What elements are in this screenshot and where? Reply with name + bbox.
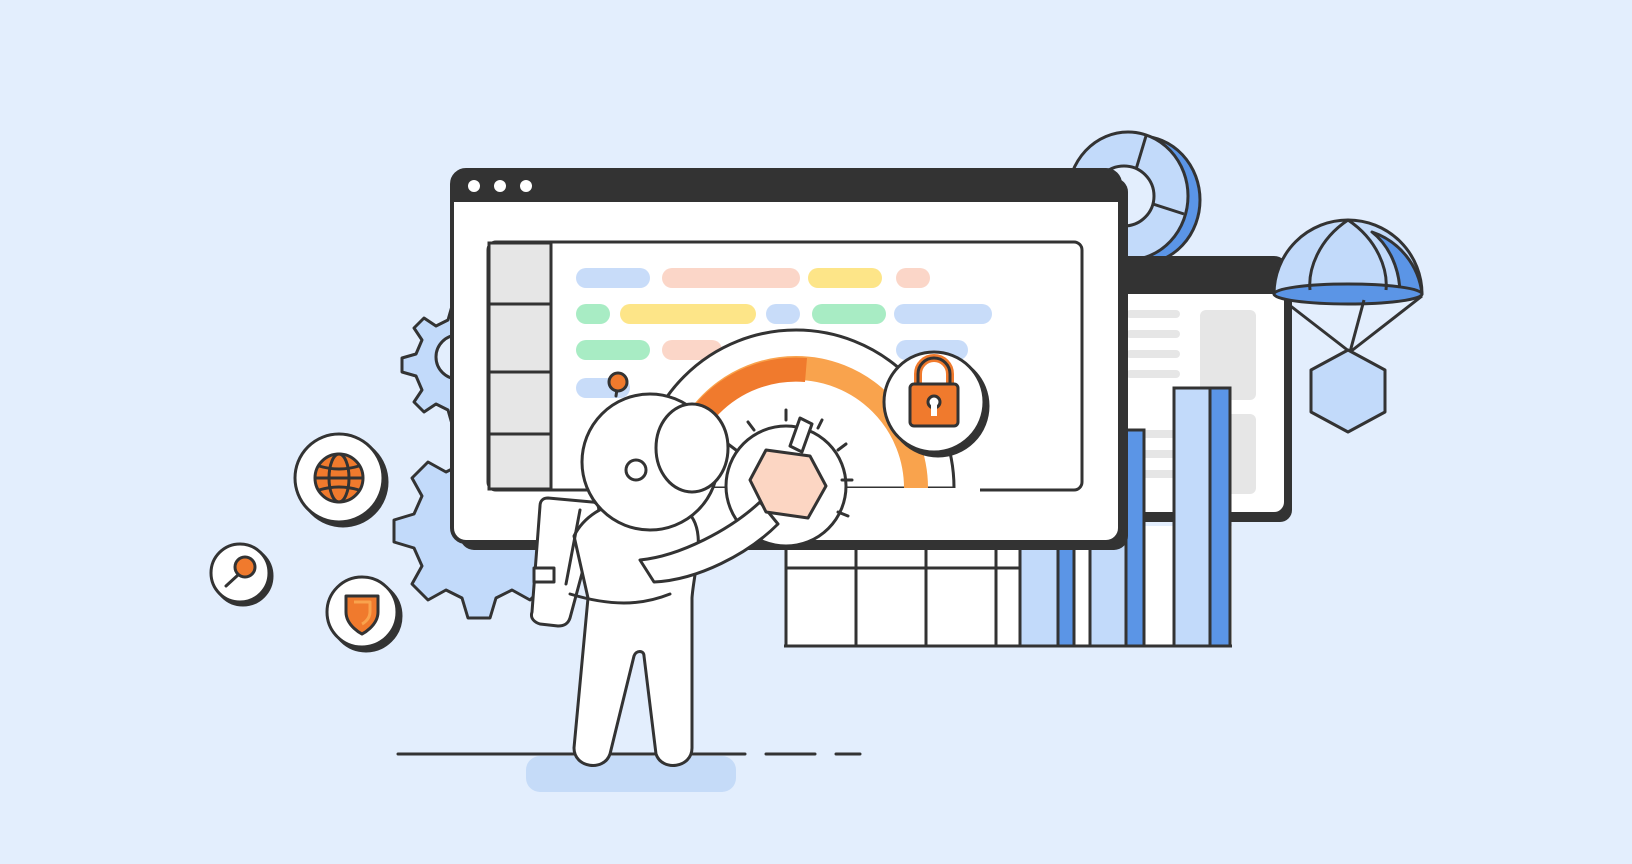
parachute-icon [1272,218,1424,354]
hexagon-box-icon [1309,348,1387,434]
window-dot [468,180,480,192]
search-icon [209,542,274,607]
window-dot [520,180,532,192]
astronaut-figure [526,371,828,792]
lock-icon [882,350,990,458]
window-dot [494,180,506,192]
shield-icon [325,575,403,653]
window-controls [468,180,532,192]
globe-icon [293,432,389,528]
sidebar-rows [487,241,553,491]
